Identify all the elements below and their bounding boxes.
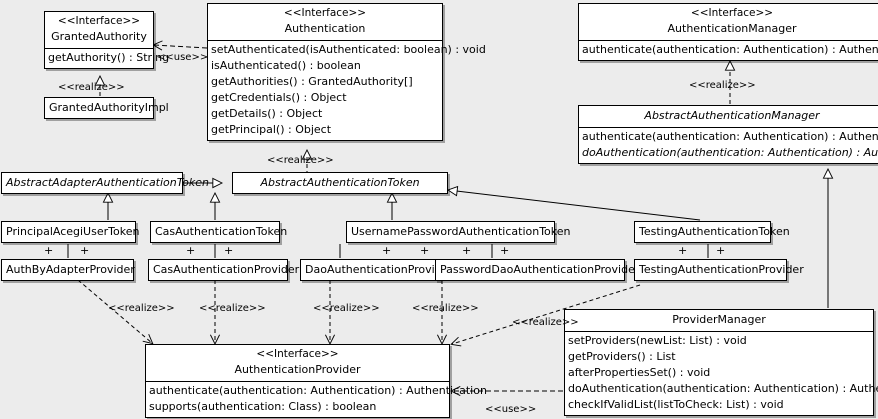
association-marker-plus: +	[462, 244, 472, 257]
class-name: AuthenticationManager	[667, 22, 797, 35]
class-name: AbstractAuthenticationManager	[644, 109, 820, 122]
class-name: UsernamePasswordAuthenticationToken	[351, 225, 571, 238]
operation-row: setProviders(newList: List) : void	[568, 334, 747, 347]
class-name: AuthByAdapterProvider	[6, 263, 135, 276]
class-header: ProviderManager	[565, 310, 873, 331]
edge-label-realize-abstract-authentication-token: <<realize>>	[267, 155, 334, 166]
class-auth-by-adapter-provider[interactable]: AuthByAdapterProvider	[1, 259, 135, 281]
association-marker-plus: +	[44, 244, 54, 257]
edge-label-realize-provider-manager: <<realize>>	[512, 317, 579, 328]
operation-row: checkIfValidList(listToCheck: List) : vo…	[568, 398, 784, 411]
association-marker-plus: +	[382, 244, 392, 257]
association-marker-plus: +	[224, 244, 234, 257]
association-marker-plus: +	[716, 244, 726, 257]
class-name: PrincipalAcegiUserToken	[6, 225, 140, 238]
class-name: DaoAuthenticationProvider	[305, 263, 453, 276]
operations-compartment: getAuthority() : String	[45, 48, 170, 68]
operation-row: setAuthenticated(isAuthenticated: boolea…	[211, 43, 486, 56]
edge-label-realize-cas-authentication-provider: <<realize>>	[199, 303, 266, 314]
class-provider-manager[interactable]: ProviderManager setProviders(newList: Li…	[564, 309, 878, 416]
stereotype-label: <<Interface>>	[690, 7, 774, 19]
operations-compartment: authenticate(authentication: Authenticat…	[146, 381, 487, 417]
edge-label-realize-dao-authentication-provider: <<realize>>	[313, 303, 380, 314]
class-header: AbstractAuthenticationManager	[579, 106, 878, 127]
edge-label-use-authentication-grantedauthority: <<use>>	[157, 52, 209, 63]
operations-compartment: authenticate(authentication: Authenticat…	[579, 40, 878, 60]
class-authentication-provider[interactable]: <<Interface>> AuthenticationProvider aut…	[145, 344, 487, 418]
class-password-dao-authentication-provider[interactable]: PasswordDaoAuthenticationProvider	[435, 259, 640, 281]
operations-compartment: setProviders(newList: List) : void getPr…	[565, 331, 878, 415]
operation-row: getAuthorities() : GrantedAuthority[]	[211, 75, 413, 88]
class-name: AbstractAdapterAuthenticationToken	[6, 176, 209, 189]
edge-label-realize-abstract-authentication-manager: <<realize>>	[689, 80, 756, 91]
class-abstract-authentication-manager[interactable]: AbstractAuthenticationManager authentica…	[578, 105, 878, 164]
association-marker-plus: +	[80, 244, 90, 257]
edge-label-realize-granted-authority-impl: <<realize>>	[58, 82, 125, 93]
class-name: TestingAuthenticationToken	[639, 225, 790, 238]
class-header: <<Interface>> GrantedAuthority	[45, 12, 153, 48]
class-abstract-authentication-token[interactable]: AbstractAuthenticationToken	[232, 172, 448, 194]
edge-label-use-provider-manager-authentication-provider: <<use>>	[485, 404, 537, 415]
operation-row: getProviders() : List	[568, 350, 676, 363]
class-name: ProviderManager	[672, 313, 766, 326]
operation-row: authenticate(authentication: Authenticat…	[582, 43, 878, 56]
class-granted-authority[interactable]: <<Interface>> GrantedAuthority getAuthor…	[44, 11, 170, 69]
class-cas-authentication-token[interactable]: CasAuthenticationToken	[150, 221, 288, 243]
class-granted-authority-impl[interactable]: GrantedAuthorityImpl	[44, 97, 169, 119]
stereotype-label: <<Interface>>	[283, 7, 367, 19]
operation-row: authenticate(authentication: Authenticat…	[149, 384, 487, 397]
edge-label-realize-password-dao-authentication-provider: <<realize>>	[412, 303, 479, 314]
class-name: CasAuthenticationToken	[155, 225, 288, 238]
class-name: GrantedAuthority	[51, 30, 147, 43]
operation-row: doAuthentication(authentication: Authent…	[568, 382, 878, 395]
operations-compartment: setAuthenticated(isAuthenticated: boolea…	[208, 40, 486, 140]
class-header: <<Interface>> AuthenticationProvider	[146, 345, 449, 381]
operation-row: getPrincipal() : Object	[211, 123, 332, 136]
edge-label-realize-auth-by-adapter-provider: <<realize>>	[108, 303, 175, 314]
class-name: Authentication	[284, 22, 366, 35]
class-testing-authentication-provider[interactable]: TestingAuthenticationProvider	[634, 259, 804, 281]
operation-row: afterPropertiesSet() : void	[568, 366, 711, 379]
class-name: AbstractAuthenticationToken	[260, 176, 420, 189]
class-dao-authentication-provider[interactable]: DaoAuthenticationProvider	[300, 259, 453, 281]
class-name: TestingAuthenticationProvider	[639, 263, 804, 276]
class-name: CasAuthenticationProvider	[153, 263, 300, 276]
class-principal-acegi-user-token[interactable]: PrincipalAcegiUserToken	[1, 221, 140, 243]
operations-compartment: authenticate(authentication: Authenticat…	[579, 127, 878, 163]
class-authentication[interactable]: <<Interface>> Authentication setAuthenti…	[207, 3, 486, 141]
stereotype-label: <<Interface>>	[256, 348, 339, 360]
class-abstract-adapter-authentication-token[interactable]: AbstractAdapterAuthenticationToken	[1, 172, 209, 194]
class-authentication-manager[interactable]: <<Interface>> AuthenticationManager auth…	[578, 3, 878, 61]
class-name: PasswordDaoAuthenticationProvider	[440, 263, 640, 276]
operation-row: getAuthority() : String	[48, 51, 170, 64]
operation-row: supports(authentication: Class) : boolea…	[149, 400, 377, 413]
class-name: AuthenticationProvider	[234, 363, 361, 376]
operation-row: doAuthentication(authentication: Authent…	[582, 146, 878, 159]
class-testing-authentication-token[interactable]: TestingAuthenticationToken	[634, 221, 790, 243]
operation-row: authenticate(authentication: Authenticat…	[582, 130, 878, 143]
class-name: GrantedAuthorityImpl	[49, 101, 169, 114]
class-header: <<Interface>> AuthenticationManager	[579, 4, 878, 40]
operation-row: isAuthenticated() : boolean	[211, 59, 361, 72]
stereotype-label: <<Interface>>	[57, 15, 141, 27]
operation-row: getDetails() : Object	[211, 107, 323, 120]
association-marker-plus: +	[420, 244, 430, 257]
class-cas-authentication-provider[interactable]: CasAuthenticationProvider	[148, 259, 300, 281]
operation-row: getCredentials() : Object	[211, 91, 347, 104]
class-username-password-authentication-token[interactable]: UsernamePasswordAuthenticationToken	[346, 221, 571, 243]
association-marker-plus: +	[678, 244, 688, 257]
class-header: <<Interface>> Authentication	[208, 4, 442, 40]
association-marker-plus: +	[500, 244, 510, 257]
association-marker-plus: +	[186, 244, 196, 257]
